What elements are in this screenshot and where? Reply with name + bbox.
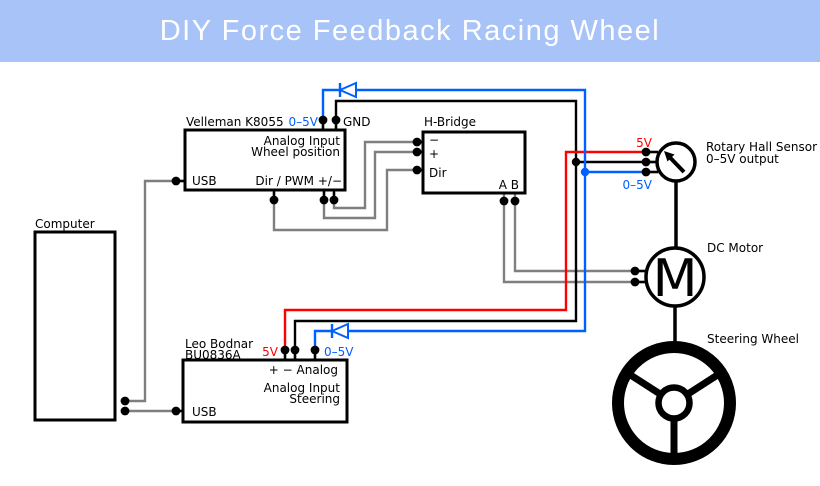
steering-wheel xyxy=(612,341,736,465)
steering-wheel-label: Steering Wheel xyxy=(707,332,799,346)
dc-motor-body xyxy=(644,246,706,308)
labels: Computer Velleman K8055 0–5V GND Analog … xyxy=(35,115,817,419)
wire-gnd-loop xyxy=(293,99,578,350)
leobodnar-pin-5v-label: 5V xyxy=(262,345,279,359)
hbridge-pin-ab-label: A B xyxy=(499,178,519,192)
terminal-dot xyxy=(171,176,181,186)
terminal-dot xyxy=(310,345,320,355)
velleman-title: Velleman K8055 xyxy=(186,115,284,129)
wire-pwm-minus xyxy=(332,140,417,210)
hall-sensor-arrowhead-icon xyxy=(664,151,675,162)
terminal-dot xyxy=(120,396,130,406)
terminal-dot xyxy=(641,147,651,157)
hall-sensor xyxy=(655,141,697,183)
leobodnar-analog-label-2: Steering xyxy=(289,392,340,406)
dc-motor-label: DC Motor xyxy=(707,241,763,255)
hbridge-box xyxy=(421,130,527,195)
terminal-dot xyxy=(510,196,520,206)
leobodnar-title-1: Leo Bodnar xyxy=(185,337,253,351)
terminal-dot xyxy=(318,115,328,125)
leobodnar-pin-0-5v-label: 0–5V xyxy=(324,345,354,359)
leobodnar-analog-label-1: Analog Input xyxy=(264,381,341,395)
page-title: DIY Force Feedback Racing Wheel xyxy=(159,14,661,47)
hbridge-pin-dir-label: Dir xyxy=(429,166,447,180)
leobodnar-box xyxy=(181,358,349,424)
wire-pwm-plus xyxy=(322,150,417,220)
velleman-pin-0-5v-label: 0–5V xyxy=(289,115,319,129)
junction-dot xyxy=(571,157,581,167)
wire-5v xyxy=(283,150,646,350)
usb-wires xyxy=(125,140,635,413)
velleman-box xyxy=(183,128,347,192)
terminal-dot xyxy=(331,115,341,125)
wire-motor-b xyxy=(513,193,635,273)
power-5v-wires xyxy=(283,150,646,350)
dc-motor-symbol: M xyxy=(653,249,698,309)
terminal-dot xyxy=(412,147,422,157)
wire-dir xyxy=(272,168,417,232)
terminal-dot xyxy=(290,345,300,355)
leobodnar-title-2: BU0836A xyxy=(185,348,242,362)
terminal-dot xyxy=(329,195,339,205)
leobodnar-pins-label: + − Analog xyxy=(269,363,338,377)
computer-label: Computer xyxy=(35,217,95,231)
junction-dot-blue xyxy=(580,167,590,177)
wire-motor-a xyxy=(502,193,635,284)
terminal-dot xyxy=(280,345,290,355)
wire-0-5v-loop xyxy=(313,88,587,350)
ground-wires xyxy=(293,99,646,350)
velleman-output-label: Dir / PWM +/− xyxy=(255,174,342,188)
diode-triangle-icon xyxy=(329,322,349,340)
sensor-pin-5v-label: 5V xyxy=(636,136,653,150)
diode-triangle-icon xyxy=(337,81,357,99)
terminal-dot xyxy=(641,157,651,167)
terminal-dot xyxy=(630,266,640,276)
velleman-pin-gnd-label: GND xyxy=(343,115,371,129)
dc-motor: M xyxy=(644,246,706,309)
wire-usb-computer-velleman xyxy=(125,179,176,403)
computer-box xyxy=(33,230,117,422)
hbridge-title: H-Bridge xyxy=(424,115,476,129)
diode-velleman-input xyxy=(337,81,357,99)
velleman-analog-label-1: Analog Input xyxy=(264,134,341,148)
signal-0-5v-wires xyxy=(313,88,646,350)
sensor-pin-0-5v-label: 0–5V xyxy=(623,178,653,192)
terminal-dot xyxy=(641,167,651,177)
connection-dots xyxy=(120,115,651,416)
terminal-dot xyxy=(120,406,130,416)
velleman-analog-label-2: Wheel position xyxy=(251,145,340,159)
sensor-label-2: 0–5V output xyxy=(706,152,779,166)
sensor-label-1: Rotary Hall Sensor xyxy=(706,140,817,154)
hbridge-pin-minus-label: − xyxy=(429,133,439,147)
velleman-usb-label: USB xyxy=(192,174,217,188)
terminal-dot xyxy=(499,196,509,206)
terminal-dot xyxy=(269,195,279,205)
terminal-dot xyxy=(319,195,329,205)
terminal-dot xyxy=(412,165,422,175)
leobodnar-usb-label: USB xyxy=(192,405,217,419)
diode-leobodnar-input xyxy=(329,322,349,340)
hbridge-pin-plus-label: + xyxy=(429,147,439,161)
wheel-hub xyxy=(655,384,693,422)
terminal-dot xyxy=(412,137,422,147)
hall-sensor-needle-icon xyxy=(668,156,686,174)
wheel-rim xyxy=(612,341,736,465)
title-bar: DIY Force Feedback Racing Wheel xyxy=(0,0,820,62)
terminal-dot xyxy=(630,277,640,287)
terminal-dot xyxy=(171,406,181,416)
